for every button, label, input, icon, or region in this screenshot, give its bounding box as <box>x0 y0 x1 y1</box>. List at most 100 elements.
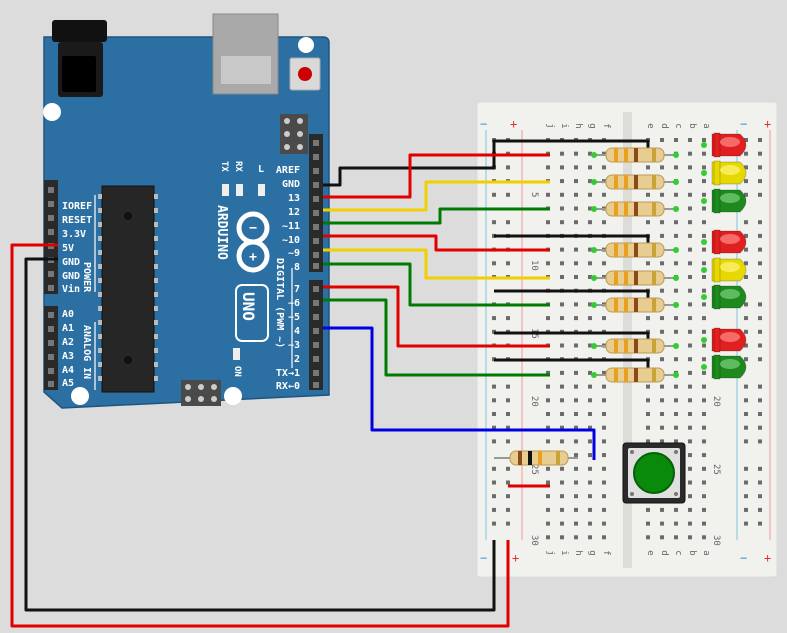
wire-9 <box>323 248 550 280</box>
digital-header-top <box>309 134 323 272</box>
resistor <box>591 270 679 286</box>
pin-label-3v3: 3.3V <box>62 229 86 240</box>
svg-text:c: c <box>673 123 683 128</box>
svg-text:c: c <box>673 550 683 555</box>
pin-label-reset: RESET <box>62 215 92 226</box>
svg-text:5: 5 <box>529 192 539 197</box>
resistors <box>591 147 679 383</box>
wire-11 <box>323 207 550 225</box>
microcontroller-chip <box>98 185 158 393</box>
resistor <box>591 367 679 383</box>
svg-text:h: h <box>573 550 583 555</box>
svg-text:a: a <box>701 550 711 555</box>
pin-label-13: 13 <box>288 193 300 204</box>
svg-text:h: h <box>573 123 583 128</box>
svg-text:e: e <box>645 550 655 555</box>
wire-5v <box>10 243 510 628</box>
wire-12 <box>323 180 550 212</box>
pin-label-2: 2 <box>294 354 300 365</box>
svg-text:30: 30 <box>529 535 539 546</box>
svg-text:g: g <box>587 550 597 555</box>
wire-4 <box>323 326 596 460</box>
svg-text:a: a <box>701 123 711 128</box>
svg-text:20: 20 <box>711 396 721 407</box>
svg-text:e: e <box>645 123 655 128</box>
resistor <box>591 338 679 354</box>
svg-text:25: 25 <box>529 464 539 475</box>
led-yellow <box>701 160 747 186</box>
brand-logo-text: ARDUINO <box>214 205 229 260</box>
pulldown-resistor <box>494 450 578 466</box>
model-badge: UNO <box>235 284 269 342</box>
svg-text:b: b <box>687 123 697 128</box>
resistor <box>591 201 679 217</box>
column-letters-top: j i h g f e d c b a <box>545 123 711 128</box>
digital-header-bottom <box>309 280 323 390</box>
resistor <box>591 174 679 190</box>
pin-label-aref: AREF <box>276 165 300 176</box>
pin-label-12: 12 <box>288 207 300 218</box>
resistor <box>591 147 679 163</box>
rail-sign-minus-bottom-left: − <box>480 551 487 565</box>
rx-led-label: RX <box>233 161 243 172</box>
svg-text:−: − <box>249 221 257 236</box>
pin-label-4: 4 <box>294 326 300 337</box>
rail-sign-plus-right: + <box>764 117 771 131</box>
svg-text:f: f <box>601 550 611 555</box>
led-yellow <box>701 257 747 283</box>
pin-label-0: RX←0 <box>276 381 300 392</box>
digital-header-title: DIGITAL (PWM ~) <box>274 258 285 348</box>
wire-gnd-power <box>24 257 496 612</box>
usb-port <box>212 13 279 95</box>
pin-label-gnd-d: GND <box>282 179 300 190</box>
wire-13 <box>323 153 550 199</box>
tx-led-label: TX <box>219 161 229 172</box>
leds <box>701 132 747 380</box>
led-red <box>701 229 747 255</box>
resistor <box>591 297 679 313</box>
pin-label-3: ~3 <box>288 340 300 351</box>
led-green <box>701 354 747 380</box>
rail-sign-minus-bottom-right: − <box>740 551 747 565</box>
rail-sign-plus-left: + <box>510 117 517 131</box>
pin-label-a4: A4 <box>62 365 74 376</box>
svg-text:10: 10 <box>529 260 539 271</box>
reset-button[interactable] <box>289 57 321 91</box>
rail-sign-plus-bottom-left: + <box>512 551 519 565</box>
svg-text:b: b <box>687 550 697 555</box>
svg-text:+: + <box>249 250 257 265</box>
pin-label-ioref: IOREF <box>62 201 92 212</box>
infinity-logo: − + <box>236 211 270 273</box>
power-jack <box>52 20 107 97</box>
icsp-header-top <box>280 114 308 154</box>
icsp-header-bottom <box>181 380 221 406</box>
led-green <box>701 284 747 310</box>
svg-text:i: i <box>559 550 569 555</box>
wire-gnd-top <box>323 139 650 187</box>
pin-label-7: 7 <box>294 284 300 295</box>
pin-label-11: ~11 <box>282 221 300 232</box>
analog-header-title: ANALOG IN <box>81 325 92 379</box>
svg-text:i: i <box>559 123 569 128</box>
pin-label-9: ~9 <box>288 248 300 259</box>
push-button[interactable] <box>622 442 686 504</box>
rail-sign-minus-left: − <box>480 117 487 131</box>
svg-text:25: 25 <box>711 464 721 475</box>
led-red <box>701 327 747 353</box>
svg-text:30: 30 <box>711 535 721 546</box>
svg-text:g: g <box>587 123 597 128</box>
pin-label-5v: 5V <box>62 243 74 254</box>
arduino-board: IOREF RESET 3.3V 5V GND GND Vin POWER A0… <box>43 13 330 409</box>
pin-label-a5: A5 <box>62 378 74 389</box>
pin-label-a2: A2 <box>62 337 74 348</box>
pin-label-5: ~5 <box>288 312 300 323</box>
svg-text:d: d <box>659 550 669 555</box>
on-led-label: ON <box>232 366 242 377</box>
pin-label-1: TX→1 <box>276 368 300 379</box>
led-green <box>701 188 747 214</box>
digital-pin-labels: AREF GND 13 12 ~11 ~10 ~9 8 7 ~6 ~5 4 ~3… <box>276 165 300 392</box>
power-header-title: POWER <box>81 262 92 293</box>
wire-10 <box>323 234 550 252</box>
svg-text:d: d <box>659 123 669 128</box>
